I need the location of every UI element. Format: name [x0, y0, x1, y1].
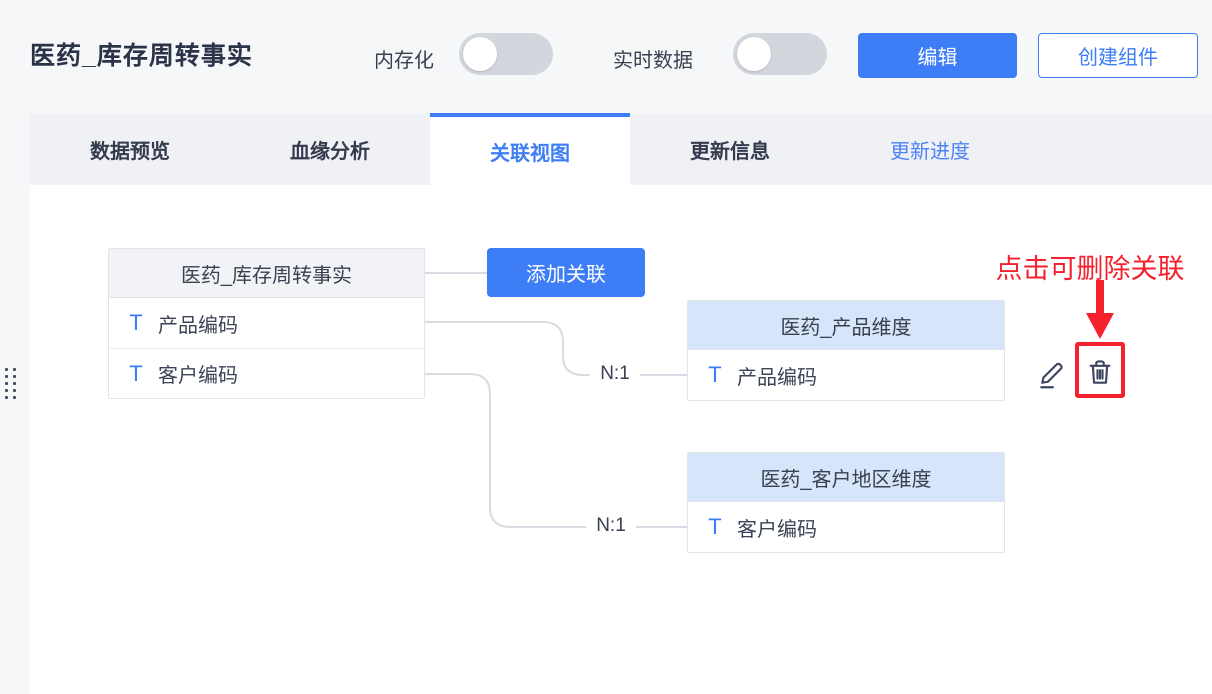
text-type-icon: T	[129, 360, 143, 386]
edit-relation-button[interactable]	[1034, 358, 1068, 392]
page-title: 医药_库存周转事实	[30, 42, 253, 70]
delete-highlight-box	[1075, 342, 1125, 398]
connector-customer-left	[425, 373, 586, 528]
connector-lines	[425, 272, 687, 528]
memory-toggle-label: 内存化	[374, 50, 434, 72]
tab-relation-view[interactable]: 关联视图	[430, 113, 630, 185]
memory-toggle[interactable]	[459, 33, 553, 75]
dim-table-card-customer-region: 医药_客户地区维度 T 客户编码	[687, 452, 1005, 553]
add-relation-button[interactable]: 添加关联	[487, 248, 645, 297]
realtime-toggle-label: 实时数据	[613, 50, 693, 72]
fact-table-card: 医药_库存周转事实 T 产品编码 T 客户编码	[108, 248, 425, 399]
fact-field-row[interactable]: T 客户编码	[109, 348, 424, 398]
red-arrow	[1096, 280, 1104, 314]
fact-table-title: 医药_库存周转事实	[109, 249, 424, 298]
text-type-icon: T	[708, 514, 722, 539]
dim-table-card-product: 医药_产品维度 T 产品编码	[687, 300, 1005, 401]
field-label: 产品编码	[737, 366, 817, 389]
cardinality-label: N:1	[596, 515, 626, 536]
toggle-knob	[463, 37, 497, 71]
toggle-knob	[737, 37, 771, 71]
dim-table-title: 医药_产品维度	[688, 301, 1004, 350]
dim-field-row[interactable]: T 客户编码	[688, 502, 1004, 552]
field-label: 产品编码	[158, 314, 238, 337]
connector-product-left	[425, 321, 590, 376]
dim-table-title: 医药_客户地区维度	[688, 453, 1004, 502]
fact-field-row[interactable]: T 产品编码	[109, 298, 424, 348]
text-type-icon: T	[708, 362, 722, 387]
cardinality-label: N:1	[600, 363, 630, 384]
text-type-icon: T	[129, 310, 143, 335]
panel-drag-handle[interactable]	[5, 368, 18, 399]
tab-lineage[interactable]: 血缘分析	[290, 140, 370, 163]
tab-update-progress[interactable]: 更新进度	[890, 140, 970, 163]
pencil-icon	[1040, 362, 1063, 389]
field-label: 客户编码	[737, 518, 817, 541]
delete-relation-button[interactable]	[1083, 355, 1117, 389]
realtime-toggle[interactable]	[733, 33, 827, 75]
edit-button[interactable]: 编辑	[858, 33, 1017, 78]
delete-hint-annotation: 点击可删除关联	[995, 254, 1185, 284]
field-label: 客户编码	[158, 365, 238, 387]
tab-update-info[interactable]: 更新信息	[690, 140, 770, 163]
red-arrow-head	[1086, 313, 1114, 339]
create-component-button[interactable]: 创建组件	[1038, 33, 1198, 78]
trash-icon	[1089, 360, 1111, 384]
relation-view-canvas: 医药_库存周转事实 T 产品编码 T 客户编码 添加关联 医药_产品维度 T 产…	[30, 185, 1212, 694]
tab-bar: 数据预览 血缘分析 关联视图 更新信息 更新进度	[30, 113, 1212, 185]
dim-field-row[interactable]: T 产品编码	[688, 350, 1004, 400]
tab-data-preview[interactable]: 数据预览	[90, 140, 170, 163]
